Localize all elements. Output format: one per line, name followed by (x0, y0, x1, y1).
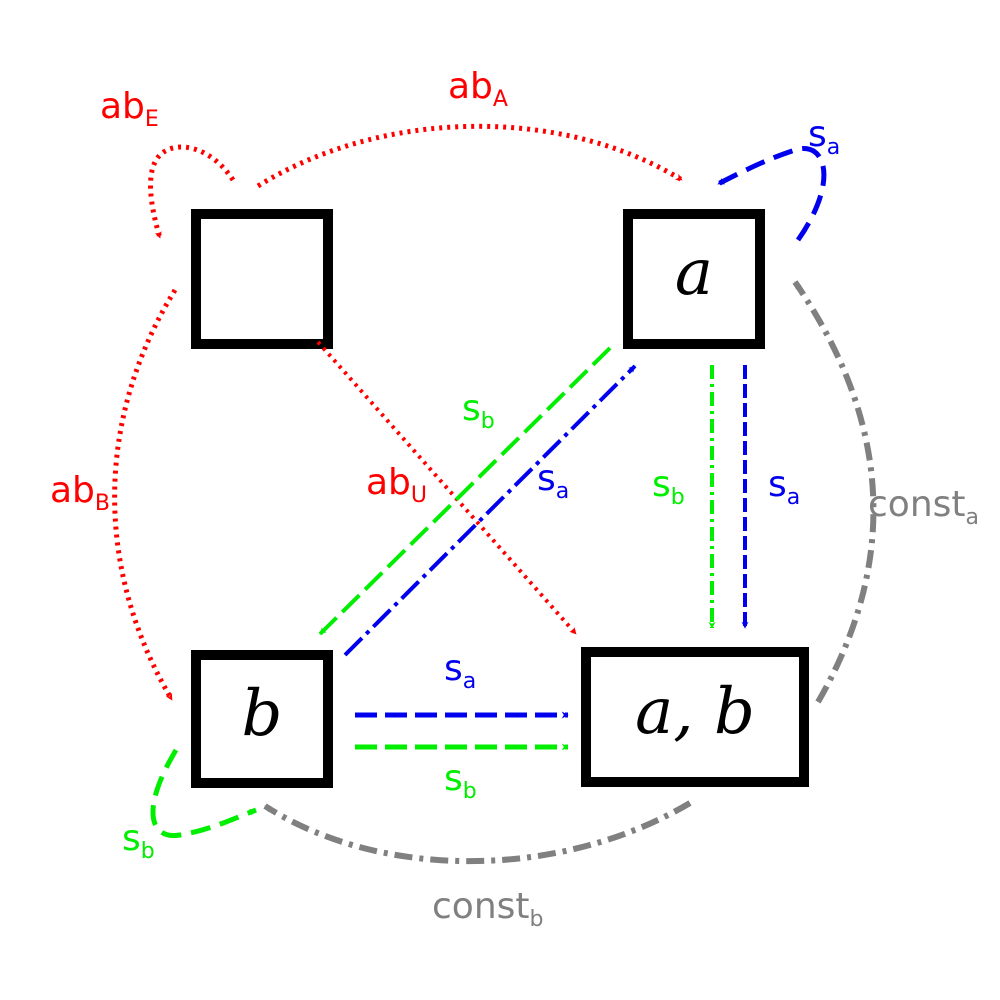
state-ab-label: a, b (635, 675, 755, 749)
label-sa-vert: sa (768, 464, 800, 510)
label-const-a: consta (868, 484, 979, 530)
label-sa-diag: sa (537, 458, 569, 504)
label-abE: abE (100, 86, 159, 132)
label-sb-self: sb (122, 818, 155, 864)
label-const-b: constb (432, 886, 543, 932)
state-a-box (623, 209, 765, 349)
label-sa-horiz: sa (444, 648, 476, 694)
label-sb-vert: sb (652, 464, 685, 510)
arrow-sa-diag (343, 364, 637, 657)
state-empty-box (191, 209, 333, 349)
arrow-sa-self (716, 146, 827, 242)
state-a-label: a (675, 236, 713, 310)
arrow-abE (148, 144, 236, 239)
state-b-box (191, 650, 333, 788)
state-b-label: b (242, 677, 283, 751)
arrow-const-b (263, 800, 692, 865)
arrow-const-a (792, 280, 877, 704)
label-sb-diag: sb (462, 388, 495, 434)
arrow-sb-diag (318, 346, 612, 636)
label-abB: abB (50, 470, 110, 516)
label-abU: abU (366, 462, 427, 508)
arrow-sb-self (150, 748, 257, 839)
label-sb-horiz: sb (444, 758, 477, 804)
state-ab-box (581, 647, 809, 787)
arrow-abA (256, 123, 684, 189)
arrow-abU (316, 340, 578, 636)
label-sa-self: sa (808, 114, 840, 160)
arrow-abB (112, 288, 178, 702)
label-abA: abA (448, 66, 508, 112)
